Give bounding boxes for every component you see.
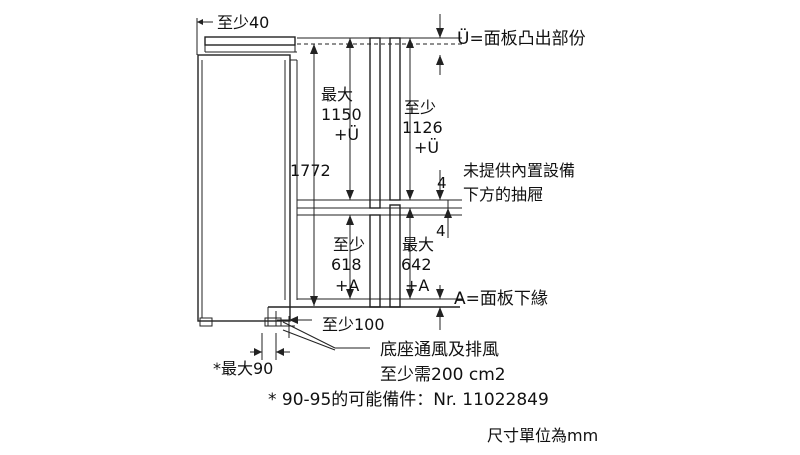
min-100-label: 至少100: [322, 315, 385, 334]
max-642-line3: +A: [405, 276, 429, 295]
min-618-line3: +A: [335, 276, 359, 295]
appliance-body: [197, 54, 298, 327]
floor: [267, 306, 460, 327]
u-definition-label: Ü=面板凸出部份: [457, 27, 586, 49]
base-vent-line2: 至少需200 cm2: [380, 365, 506, 385]
gap-4-bottom: 4: [436, 222, 446, 240]
max-1150-line3: +Ü: [334, 125, 359, 144]
labels: 至少40 Ü=面板凸出部份 最大 1150 +Ü 至少 1126 +Ü 1772…: [213, 13, 598, 445]
max-90-label: *最大90: [213, 359, 273, 378]
top-cabinet: [196, 18, 297, 55]
max-642-line1: 最大: [402, 235, 434, 254]
max-1150-line2: 1150: [321, 105, 362, 124]
spare-part-note: * 90-95的可能備件：Nr. 11022849: [268, 390, 549, 410]
unit-note: 尺寸單位為mm: [487, 426, 598, 445]
reference-lines: [297, 37, 462, 300]
max-1150-line1: 最大: [321, 85, 353, 104]
min-618-line1: 至少: [333, 235, 365, 254]
door-panels: [369, 37, 401, 308]
drawer-note-line1: 未提供內置設備: [463, 161, 575, 180]
height-1772-label: 1772: [290, 161, 331, 180]
min-618-line2: 618: [331, 255, 362, 274]
dimension-lines: [310, 14, 452, 330]
drawer-note-line2: 下方的抽屜: [463, 185, 543, 204]
min-1126-line3: +Ü: [414, 138, 439, 157]
base-dimensions: [250, 316, 370, 360]
min-1126-line1: 至少: [404, 98, 436, 117]
gap-4-top: 4: [437, 174, 447, 192]
min-1126-line2: 1126: [402, 118, 443, 137]
base-vent-line1: 底座通風及排風: [380, 340, 499, 360]
max-642-line2: 642: [401, 255, 432, 274]
min-40-label: 至少40: [217, 13, 269, 32]
a-definition-label: A=面板下緣: [454, 289, 548, 309]
